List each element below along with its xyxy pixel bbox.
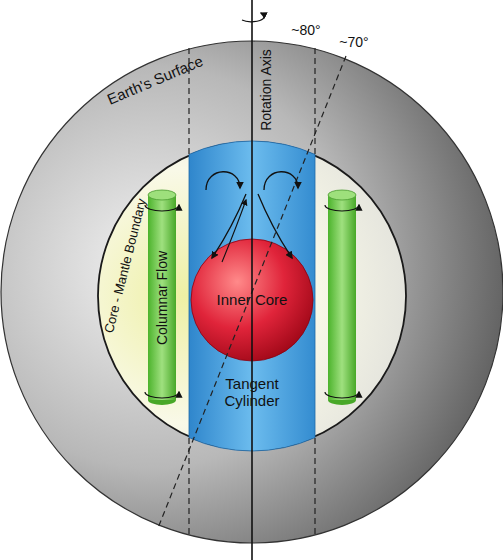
- annotation-label: Rotation Axis: [258, 35, 274, 145]
- dashed-line: [314, 438, 315, 536]
- column-top: [328, 190, 356, 200]
- columnar-flow-cylinder: Columnar Flow: [148, 190, 176, 405]
- outer-core-circle: [98, 142, 406, 450]
- flow-arrow: [264, 172, 298, 190]
- flow-arrow: [325, 392, 359, 398]
- column-body: [328, 195, 356, 400]
- annotation-label: ~80°: [281, 22, 331, 38]
- flow-arrow: [145, 205, 179, 211]
- column-bottom: [148, 400, 176, 405]
- flow-arrow: [212, 194, 246, 258]
- column-cylinder: [328, 190, 356, 405]
- rotation-arrow: [242, 13, 264, 22]
- node-label: Tangent Cylinder: [207, 375, 297, 410]
- inner-core-ball: [191, 239, 313, 361]
- dashed-line: [188, 48, 189, 154]
- flow-arrow: [206, 172, 240, 190]
- flow-arrow: [222, 200, 246, 262]
- flow-arrow: [325, 205, 359, 211]
- node-label: Inner Core: [202, 291, 302, 308]
- cylinder-body: [189, 141, 315, 451]
- annotation-label: ~70°: [329, 34, 379, 50]
- flow-arrow: [258, 194, 292, 258]
- column-body: [148, 195, 176, 400]
- dashed-line: [188, 438, 189, 536]
- core-mantle-boundary-circle: Core - Mantle BoundaryTangent CylinderIn…: [97, 141, 407, 451]
- inner-core-sphere: Inner Core: [190, 238, 314, 362]
- tangent-cylinder: Tangent Cylinder Inner Core: [189, 141, 315, 451]
- column-bottom: [328, 400, 356, 405]
- rotation-axis-line: [251, 0, 253, 560]
- dashed-line: [314, 48, 315, 154]
- earth-circle: [1, 41, 503, 543]
- column-top: [148, 190, 176, 200]
- dashed-line: [158, 56, 346, 528]
- node-label: Columnar Flow: [154, 233, 170, 363]
- flow-arrow: [145, 392, 179, 398]
- earth-surface-circle: Earth's SurfaceCore - Mantle BoundaryTan…: [0, 40, 503, 544]
